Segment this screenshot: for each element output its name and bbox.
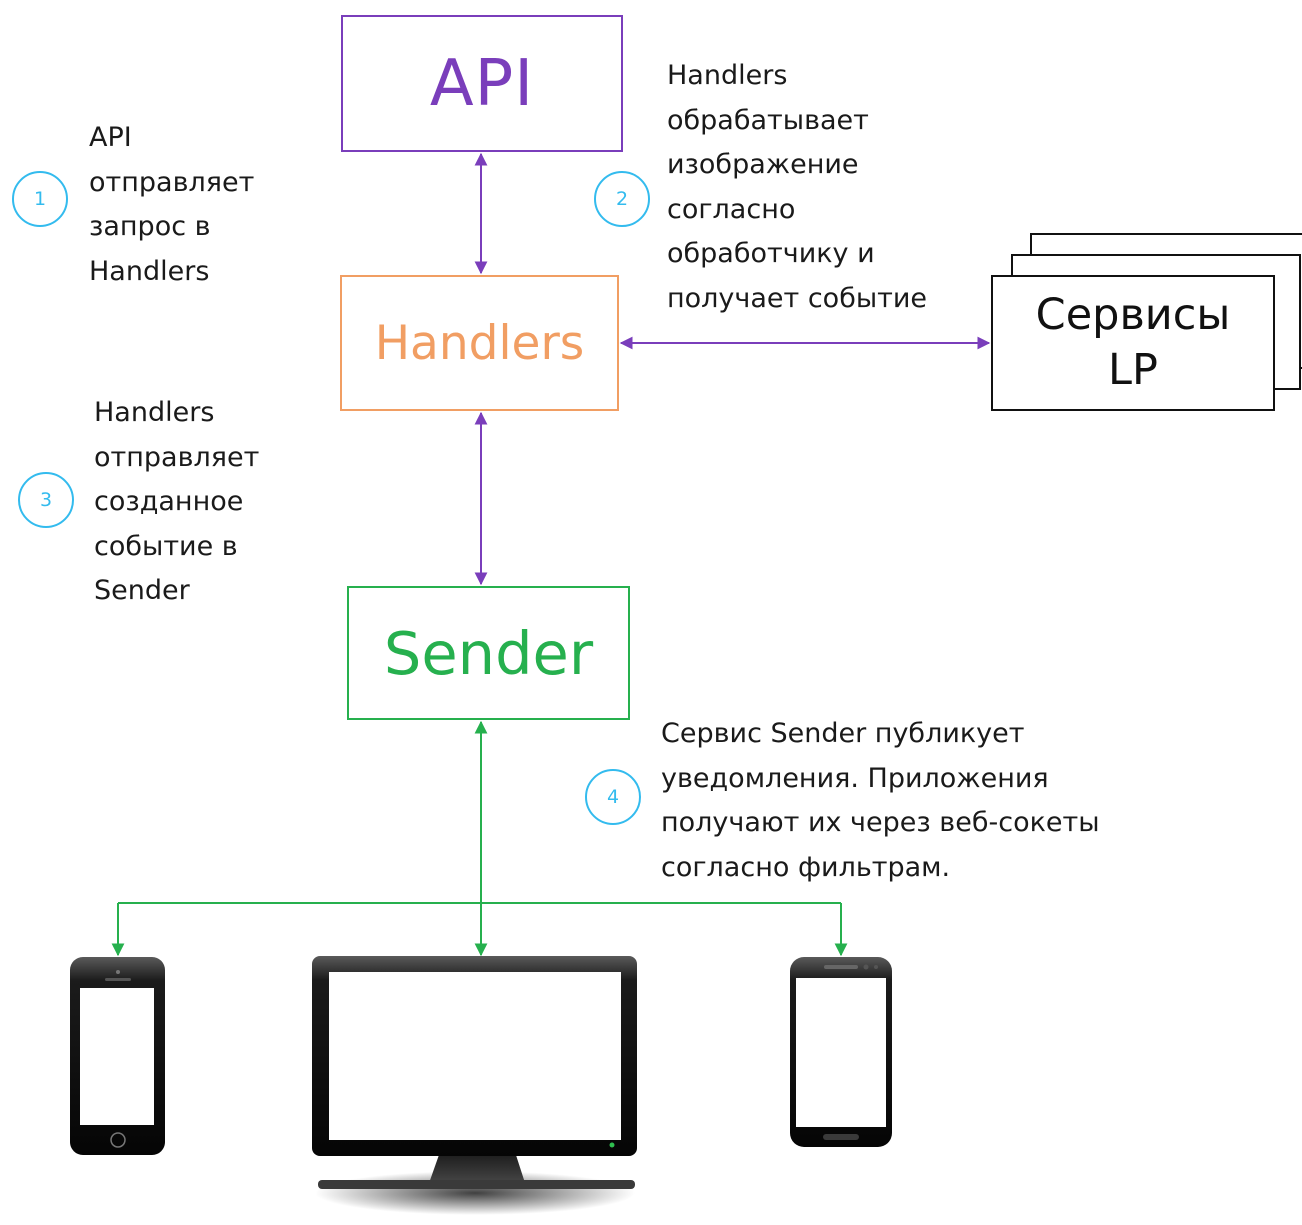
step-1-badge: 1 [12, 171, 68, 227]
sender-node-label: Sender [383, 618, 594, 688]
step-4-number: 4 [606, 786, 620, 808]
iphone-icon [70, 957, 165, 1155]
sender-node: Sender [347, 586, 630, 720]
monitor-icon [312, 956, 637, 1215]
handlers-node: Handlers [340, 275, 619, 411]
step-3-badge: 3 [18, 472, 74, 528]
step-2-number: 2 [615, 188, 629, 210]
android-phone-icon [790, 957, 892, 1147]
step-2-badge: 2 [594, 171, 650, 227]
api-node-label: API [429, 46, 535, 121]
step-3-description: Handlers отправляет созданное событие в … [94, 397, 260, 606]
api-node: API [341, 15, 623, 152]
step-3-number: 3 [39, 489, 53, 511]
step-2-description: Handlers обрабатывает изображение соглас… [667, 60, 928, 314]
step-1-number: 1 [33, 188, 47, 210]
step-1-description: API отправляет запрос в Handlers [89, 122, 255, 287]
step-4-description: Сервис Sender публикует уведомления. При… [661, 718, 1100, 883]
step-4-badge: 4 [585, 769, 641, 825]
lp-services-node-label: Сервисы LP [1035, 289, 1231, 395]
handlers-node-label: Handlers [374, 315, 585, 371]
lp-services-node: Сервисы LP [991, 275, 1275, 411]
